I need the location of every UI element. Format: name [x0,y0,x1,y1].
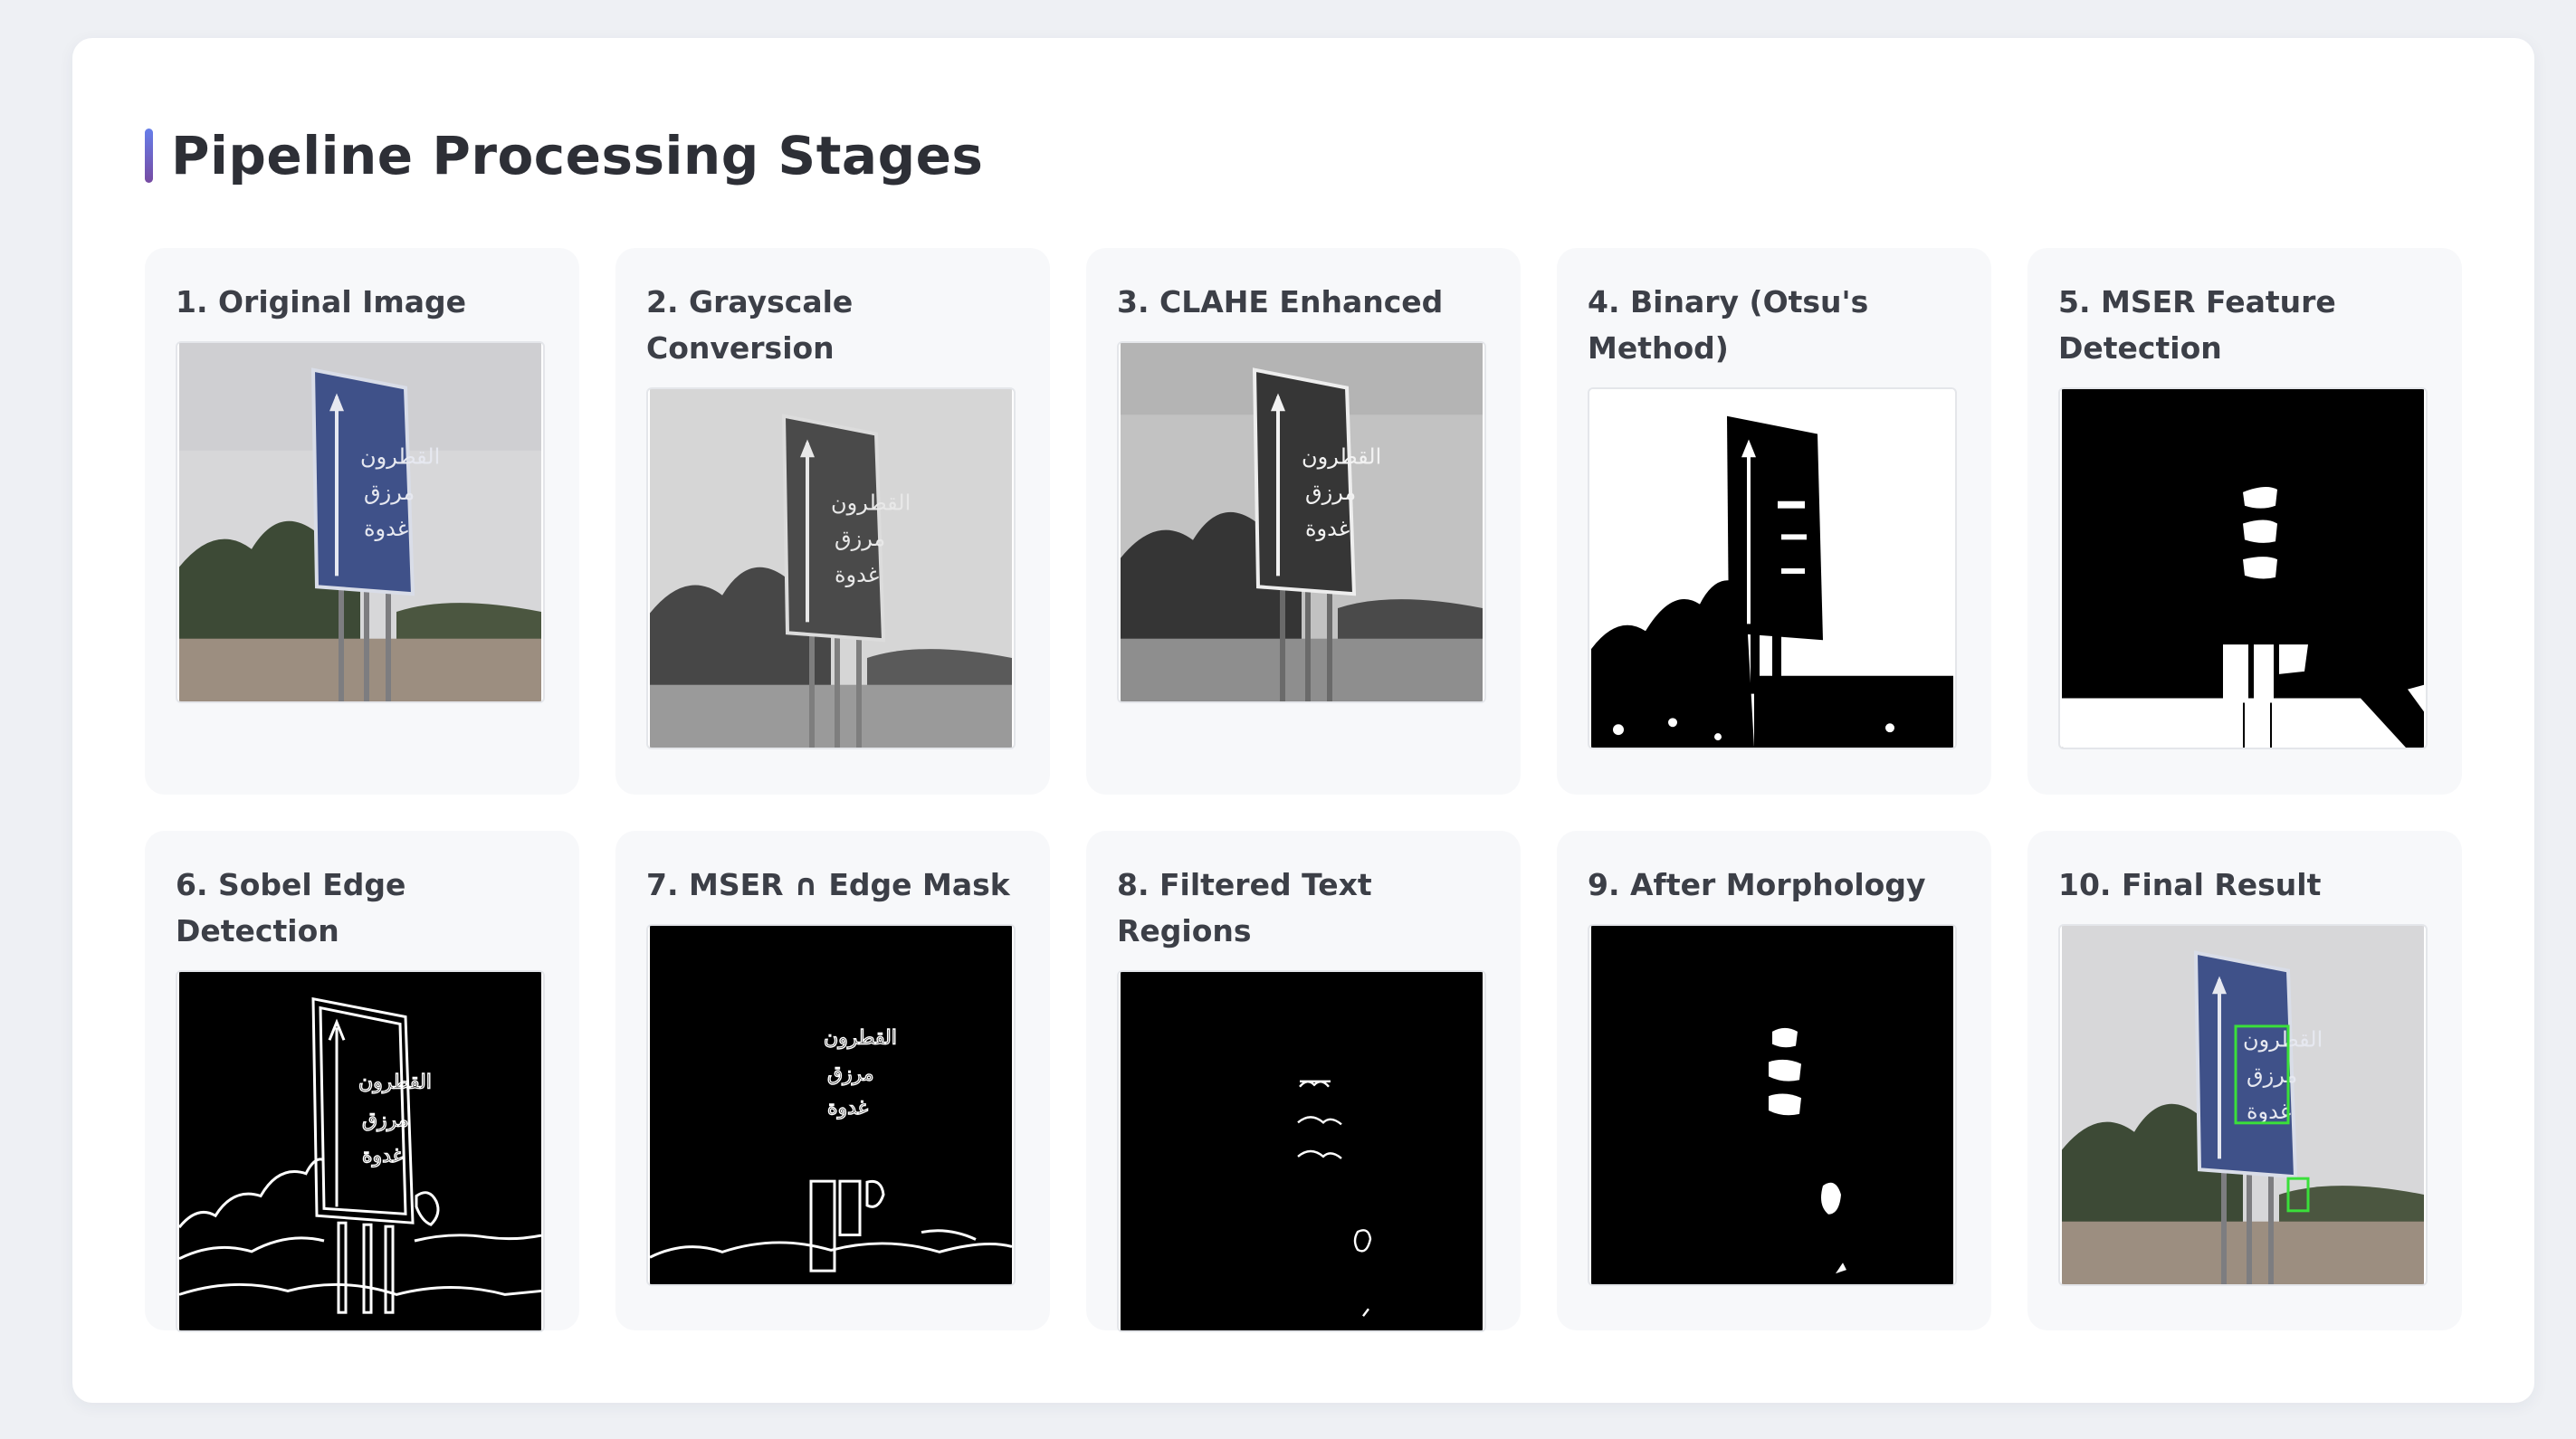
stage-image-binary[interactable] [1588,387,1957,749]
section-header: Pipeline Processing Stages [145,125,983,186]
svg-text:القطرون: القطرون [824,1027,897,1050]
svg-text:غدوة: غدوة [364,516,408,541]
stage-title: 3. CLAHE Enhanced [1117,284,1444,319]
stage-image-clahe[interactable]: القطرون مرزق غدوة [1117,341,1486,703]
stage-card-original: 1. Original Image القطرون مرزق غد [145,248,579,795]
stage-image-sobel[interactable]: القطرون مرزق غدوة [176,970,545,1332]
stage-title: 10. Final Result [2058,867,2322,902]
svg-text:غدوة: غدوة [835,562,879,587]
stage-title: 2. Grayscale Conversion [646,284,854,366]
svg-text:القطرون: القطرون [831,491,911,516]
stage-image-filtered[interactable] [1117,970,1486,1332]
stage-title: 8. Filtered Text Regions [1117,867,1372,948]
svg-text:غدوة: غدوة [827,1097,868,1120]
svg-text:مرزق: مرزق [364,480,415,505]
svg-text:غدوة: غدوة [1305,516,1350,541]
title-accent-bar [145,129,153,183]
svg-text:مرزق: مرزق [2247,1063,2297,1088]
stage-image-mser[interactable] [2058,387,2428,749]
stage-image-original[interactable]: القطرون مرزق غدوة [176,341,545,703]
page-title: Pipeline Processing Stages [171,125,984,186]
pipeline-panel: Pipeline Processing Stages 1. Original I… [72,38,2534,1403]
svg-text:غدوة: غدوة [2247,1099,2291,1124]
stage-card-binary: 4. Binary (Otsu's Method) [1557,248,1991,795]
svg-text:مرزق: مرزق [827,1063,874,1085]
stage-card-filtered: 8. Filtered Text Regions [1086,831,1521,1332]
svg-text:القطرون: القطرون [358,1072,432,1094]
svg-text:القطرون: القطرون [360,444,440,470]
svg-text:القطرون: القطرون [1302,444,1381,470]
stage-card-morphology: 9. After Morphology [1557,831,1991,1330]
detection-box-text [2234,1024,2290,1125]
stage-title: 6. Sobel Edge Detection [176,867,406,948]
stage-title: 4. Binary (Otsu's Method) [1588,284,1869,366]
stage-image-mser-edge[interactable]: القطرون مرزق غدوة [646,924,1016,1286]
stage-card-mser: 5. MSER Feature Detection [2027,248,2462,795]
stage-title: 9. After Morphology [1588,867,1926,902]
stage-card-final: 10. Final Result القطرون مرزق غدوة [2027,831,2462,1330]
svg-text:مرزق: مرزق [835,526,885,551]
svg-text:مرزق: مرزق [1305,480,1356,505]
stage-image-final[interactable]: القطرون مرزق غدوة [2058,924,2428,1286]
stage-title: 1. Original Image [176,284,467,319]
svg-text:غدوة: غدوة [362,1145,403,1167]
stage-image-grayscale[interactable]: القطرون مرزق غدوة [646,387,1016,749]
stage-title: 5. MSER Feature Detection [2058,284,2336,366]
stage-title: 7. MSER ∩ Edge Mask [646,867,1010,902]
stages-grid: 1. Original Image القطرون مرزق غد [145,248,2462,1332]
svg-text:مرزق: مرزق [362,1109,409,1131]
stage-image-morphology[interactable] [1588,924,1957,1286]
detection-box-small [2286,1177,2310,1213]
stage-card-sobel: 6. Sobel Edge Detection [145,831,579,1332]
stage-card-grayscale: 2. Grayscale Conversion القطرون مرزق غدو… [615,248,1050,795]
stage-card-clahe: 3. CLAHE Enhanced القطرون مرزق غد [1086,248,1521,795]
stage-card-mser-edge: 7. MSER ∩ Edge Mask القطرون مرزق غدوة [615,831,1050,1330]
svg-text:القطرون: القطرون [2243,1027,2323,1053]
